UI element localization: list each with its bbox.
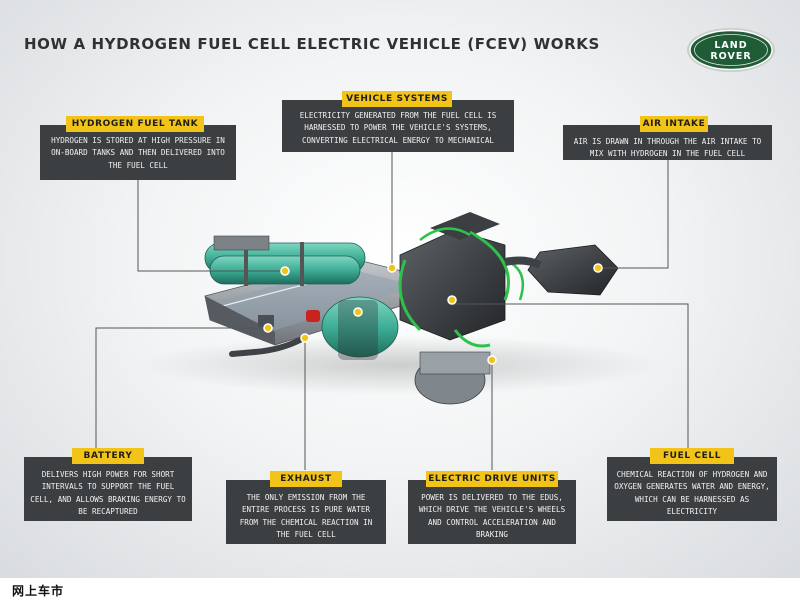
vehicle-systems-text: ELECTRICITY GENERATED FROM THE FUEL CELL… (299, 111, 497, 145)
air-intake-text: AIR IS DRAWN IN THROUGH THE AIR INTAKE T… (573, 137, 762, 159)
fuel-cell-label: FUEL CELL (650, 448, 734, 464)
hydrogen-tank-description: HYDROGEN IS STORED AT HIGH PRESSURE IN O… (40, 125, 236, 180)
battery-text: DELIVERS HIGH POWER FOR SHORT INTERVALS … (30, 470, 186, 517)
battery-label: BATTERY (72, 448, 144, 464)
hydrogen-tank-text: HYDROGEN IS STORED AT HIGH PRESSURE IN O… (51, 136, 225, 170)
fuel-cell-text: CHEMICAL REACTION OF HYDROGEN AND OXYGEN… (614, 470, 770, 517)
logo-line-2: ROVER (710, 51, 751, 62)
land-rover-logo: LAND ROVER (687, 28, 775, 72)
logo-line-1: LAND (714, 40, 747, 51)
infographic-frame: HOW A HYDROGEN FUEL CELL ELECTRIC VEHICL… (0, 0, 800, 578)
watermark-footer: 网上车市 (12, 584, 65, 598)
vehicle-systems-label: VEHICLE SYSTEMS (342, 91, 452, 107)
electric-drive-description: POWER IS DELIVERED TO THE EDUs, WHICH DR… (408, 480, 576, 544)
battery-description: DELIVERS HIGH POWER FOR SHORT INTERVALS … (24, 457, 192, 521)
exhaust-description: THE ONLY EMISSION FROM THE ENTIRE PROCES… (226, 480, 386, 544)
vehicle-systems-description: ELECTRICITY GENERATED FROM THE FUEL CELL… (282, 100, 514, 152)
page-title: HOW A HYDROGEN FUEL CELL ELECTRIC VEHICL… (24, 35, 600, 53)
fuel-cell-description: CHEMICAL REACTION OF HYDROGEN AND OXYGEN… (607, 457, 777, 521)
exhaust-label: EXHAUST (270, 471, 342, 487)
air-intake-label: AIR INTAKE (640, 116, 708, 132)
electric-drive-text: POWER IS DELIVERED TO THE EDUs, WHICH DR… (418, 493, 566, 540)
hydrogen-tank-label: HYDROGEN FUEL TANK (66, 116, 204, 132)
electric-drive-label: ELECTRIC DRIVE UNITS (426, 471, 558, 487)
exhaust-text: THE ONLY EMISSION FROM THE ENTIRE PROCES… (239, 493, 373, 540)
